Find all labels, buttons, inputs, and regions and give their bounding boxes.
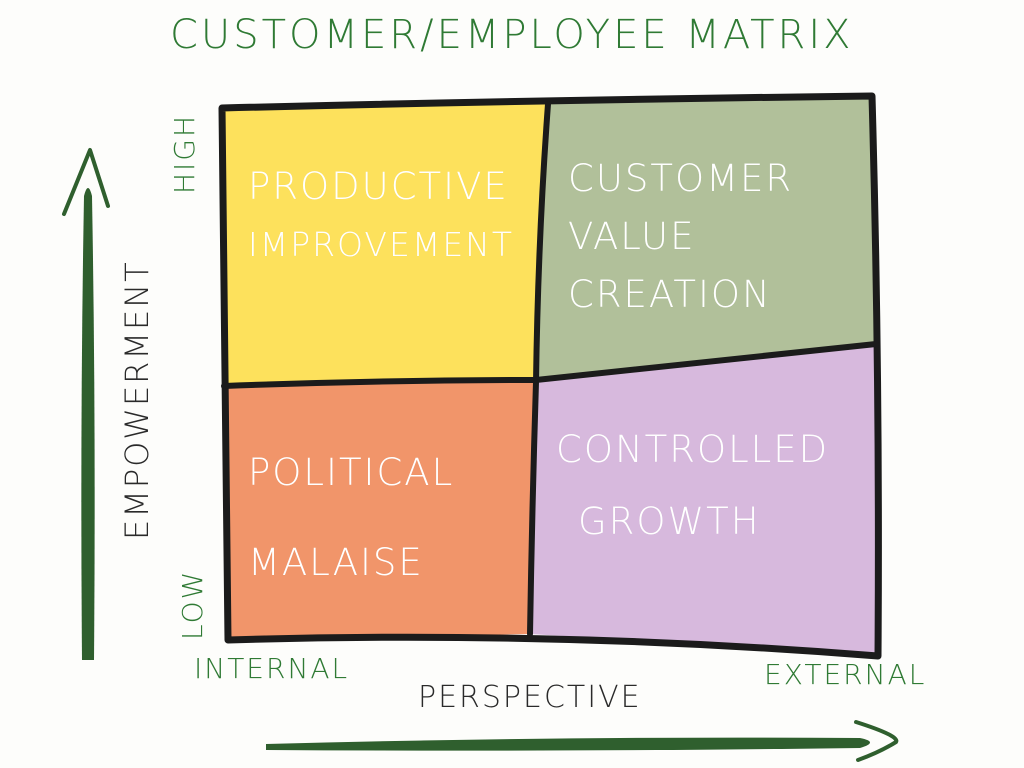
x-axis-label: PERSPECTIVE xyxy=(418,680,642,715)
y-axis-low-label: LOW xyxy=(176,569,209,640)
quadrant-bottom-left-fill xyxy=(224,380,536,640)
quadrant-top-left-line-2: IMPROVEMENT xyxy=(248,225,515,264)
quadrant-top-left-label: PRODUCTIVE IMPROVEMENT xyxy=(248,158,514,274)
quadrant-top-right-fill xyxy=(536,97,876,380)
quadrant-top-right-line-3: CREATION xyxy=(568,273,772,316)
perspective-arrow-head-icon xyxy=(854,720,899,762)
quadrant-top-left-fill xyxy=(222,104,548,386)
empowerment-arrow-head-icon xyxy=(62,148,110,216)
y-axis-label: EMPOWERMENT xyxy=(118,260,156,540)
quadrant-top-right-line-2: VALUE xyxy=(568,215,696,258)
quadrant-bottom-left-label: POLITICAL MALAISE xyxy=(248,428,454,608)
matrix-title: CUSTOMER/EMPLOYEE MATRIX xyxy=(170,12,854,58)
quadrant-bottom-right-line-2: GROWTH xyxy=(578,500,761,543)
matrix-outline xyxy=(218,92,882,660)
quadrant-bottom-left-line-1: POLITICAL xyxy=(248,451,455,494)
quadrant-top-left-line-1: PRODUCTIVE xyxy=(248,165,509,208)
empowerment-arrow-shaft xyxy=(81,188,95,660)
x-axis-internal-label: INTERNAL xyxy=(194,652,350,685)
x-axis-external-label: EXTERNAL xyxy=(764,658,927,691)
quadrant-bottom-right-line-1: CONTROLLED xyxy=(556,428,830,471)
quadrant-bottom-right-label: CONTROLLED GROWTH xyxy=(556,414,829,558)
perspective-arrow-shaft xyxy=(266,737,870,751)
y-axis-high-label: HIGH xyxy=(168,113,201,194)
quadrant-top-right-label: CUSTOMER VALUE CREATION xyxy=(568,150,793,324)
quadrant-top-right-line-1: CUSTOMER xyxy=(568,157,794,200)
quadrant-bottom-right-fill xyxy=(530,344,878,655)
matrix-horizontal-divider xyxy=(221,341,879,389)
quadrant-bottom-left-line-2: MALAISE xyxy=(248,541,424,584)
